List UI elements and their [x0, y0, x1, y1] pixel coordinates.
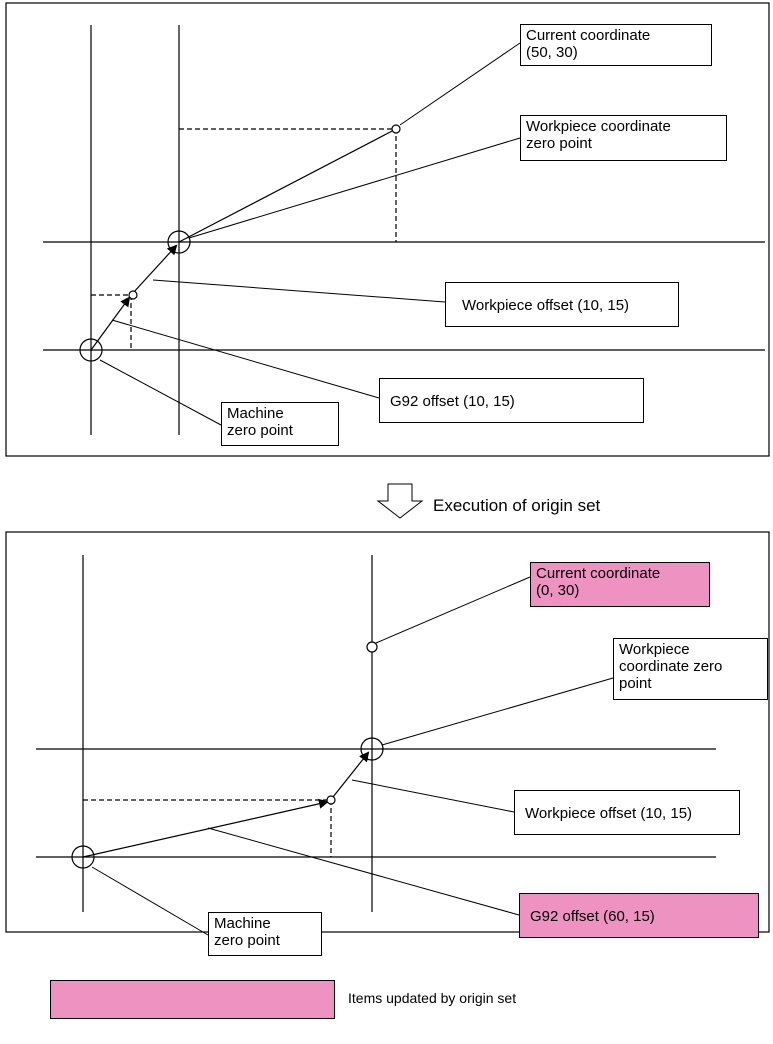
leader-g92-offset-after — [207, 827, 520, 916]
workpiece-zero-label-after: Workpiece coordinate zero point — [613, 638, 768, 700]
machine-zero-label-after: Machine zero point — [208, 912, 322, 956]
machine-zero-label-line1: Machine — [227, 405, 284, 422]
machine-zero-marker — [79, 338, 103, 362]
workpiece-offset-vector — [132, 244, 178, 294]
panel-after — [5, 531, 770, 936]
current-coordinate-label-after-line2: (0, 30) — [536, 582, 580, 599]
legend-swatch — [50, 980, 335, 1019]
leader-workpiece-zero-after — [381, 677, 614, 746]
workpiece-zero-label-after-line2: coordinate zero — [619, 658, 723, 675]
machine-zero-label-line2: zero point — [227, 422, 293, 439]
panel-before-frame — [5, 2, 770, 457]
panel-after-frame — [5, 531, 770, 933]
transition-arrow-icon — [376, 483, 424, 519]
legend-label: Items updated by origin set — [348, 990, 517, 1006]
g92-offset-label: G92 offset (10, 15) — [379, 378, 644, 423]
leader-current-coordinate-after — [375, 576, 531, 644]
machine-zero-label-after-line2: zero point — [214, 932, 280, 949]
machine-zero-marker-after — [71, 845, 95, 869]
g92-point-marker — [128, 290, 138, 300]
machine-zero-label-after-line1: Machine — [214, 915, 271, 932]
workpiece-zero-label-line2: zero point — [526, 135, 592, 152]
current-coordinate-marker — [391, 124, 401, 134]
current-coordinate-label-line2: (50, 30) — [526, 44, 578, 61]
workpiece-zero-marker-after — [360, 737, 384, 761]
workpiece-zero-label-line1: Workpiece coordinate — [526, 118, 671, 135]
workpiece-zero-label-after-line3: point — [619, 675, 652, 692]
workpiece-offset-label-after: Workpiece offset (10, 15) — [514, 790, 740, 835]
leader-workpiece-zero — [188, 137, 521, 239]
workpiece-offset-label-text: Workpiece offset (10, 15) — [462, 297, 630, 314]
current-coordinate-label: Current coordinate (50, 30) — [520, 24, 712, 66]
workpiece-offset-label: Workpiece offset (10, 15) — [445, 282, 679, 327]
leader-current-coordinate — [399, 42, 521, 126]
leader-workpiece-offset — [152, 279, 446, 303]
current-coordinate-vector — [178, 128, 397, 243]
panel-before — [5, 2, 770, 457]
current-coordinate-label-after-line1: Current coordinate — [536, 565, 661, 582]
workpiece-zero-marker — [167, 230, 191, 254]
machine-zero-label: Machine zero point — [221, 402, 339, 446]
workpiece-zero-label-after-line1: Workpiece — [619, 641, 690, 658]
g92-vector-after — [82, 798, 329, 858]
leader-machine-zero — [99, 359, 222, 426]
current-coordinate-label-after: Current coordinate (0, 30) — [530, 562, 710, 607]
g92-offset-label-after: G92 offset (60, 15) — [519, 893, 759, 938]
transition-label: Execution of origin set — [433, 496, 601, 515]
workpiece-offset-vector-after — [332, 751, 370, 798]
leader-g92-offset — [111, 319, 380, 399]
workpiece-zero-label: Workpiece coordinate zero point — [520, 115, 727, 161]
g92-offset-label-text: G92 offset (10, 15) — [390, 393, 515, 410]
current-coordinate-marker-after — [366, 641, 378, 653]
g92-offset-label-after-text: G92 offset (60, 15) — [530, 908, 655, 925]
current-coordinate-label-line1: Current coordinate — [526, 27, 651, 44]
workpiece-offset-label-after-text: Workpiece offset (10, 15) — [525, 805, 693, 822]
leader-machine-zero-after — [91, 866, 209, 936]
g92-vector — [90, 296, 131, 351]
g92-point-marker-after — [326, 795, 336, 805]
leader-workpiece-offset-after — [351, 779, 515, 813]
